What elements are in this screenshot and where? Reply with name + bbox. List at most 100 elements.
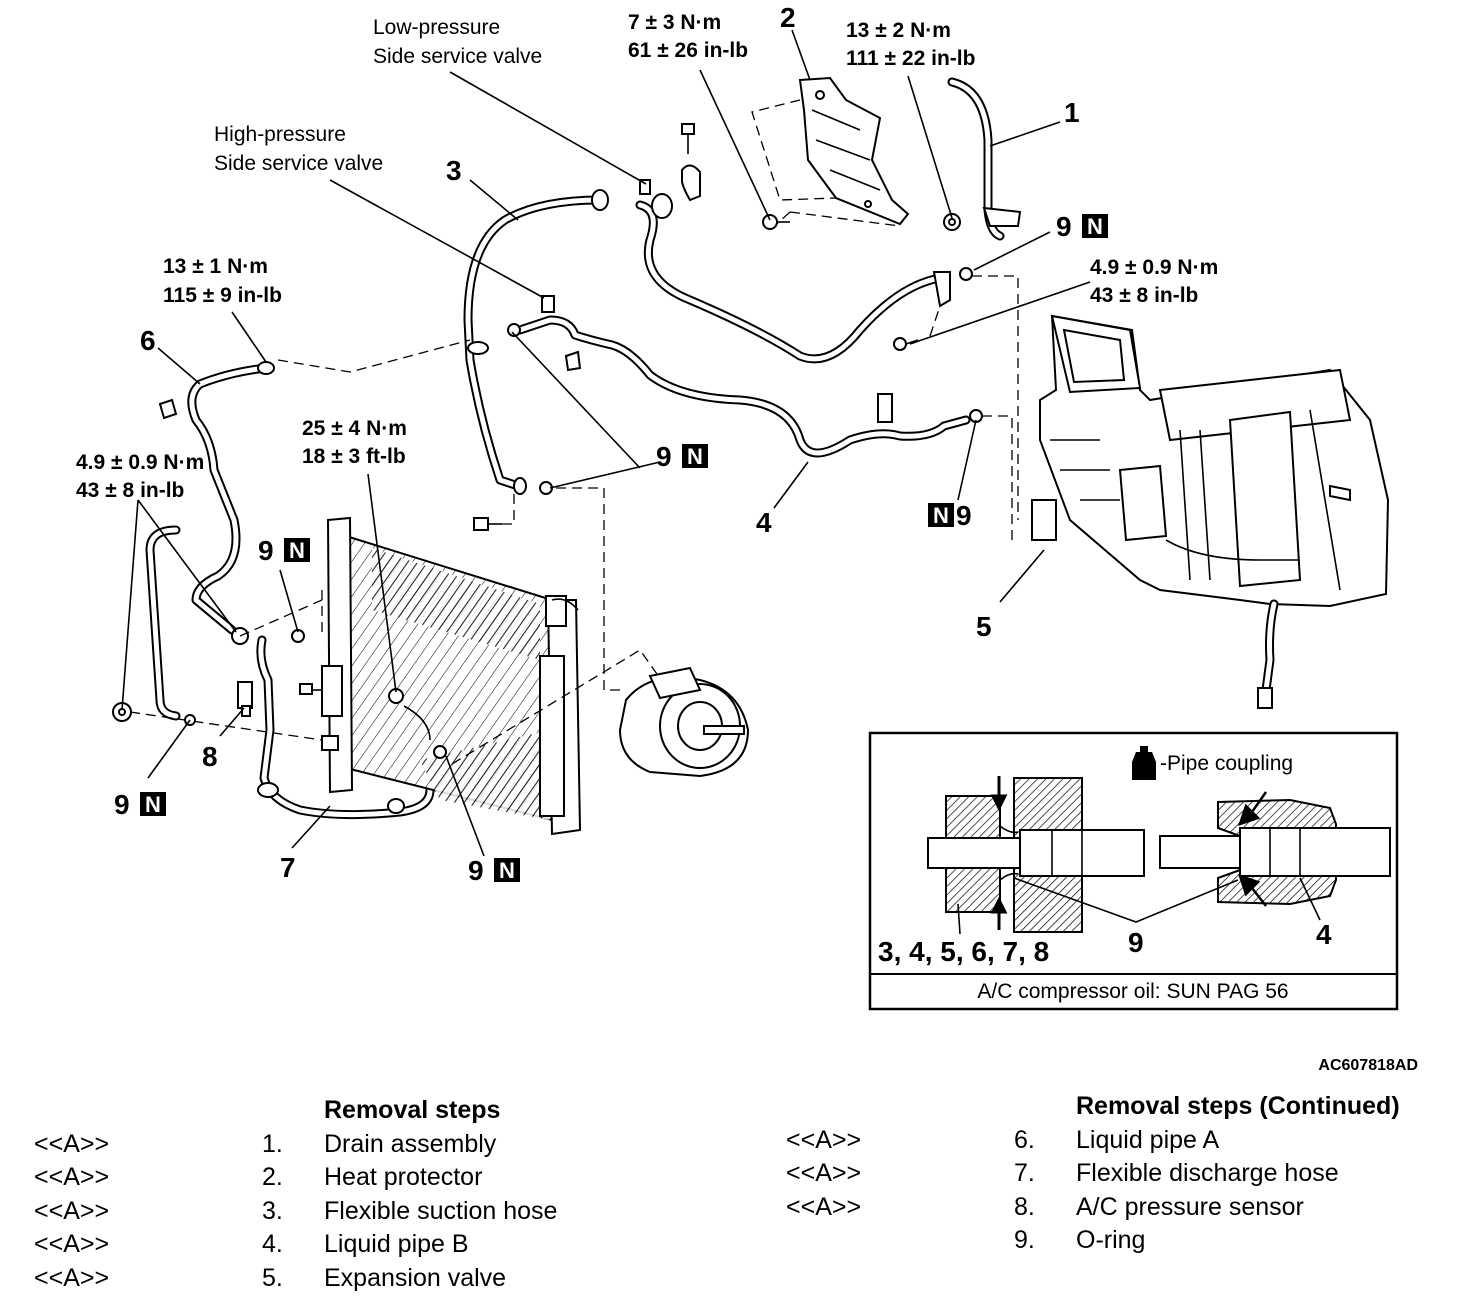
dash-compressor [556,487,620,691]
oil-bottle-icon [1132,746,1156,780]
bolt-clamp [681,123,701,202]
figure-code: AC607818AD [1318,1057,1418,1074]
inset-footer: A/C compressor oil: SUN PAG 56 [977,980,1288,1003]
step-number: 1. [262,1130,283,1158]
step-name: O-ring [1076,1226,1146,1254]
torque-49-left-nm: 4.9 ± 0.9 N·m [76,451,204,474]
step-number: 2. [262,1163,283,1191]
flexible-suction-hose [463,189,609,495]
part-number-2: 2 [780,2,796,33]
oring-marker-bottom-left: 9 N [114,789,166,820]
heat-protector [751,76,910,231]
part-number-3: 3 [446,155,462,186]
step-number: 9. [1014,1226,1035,1254]
oring-marker-bottom: 9 N [468,855,520,886]
part-number-1: 1 [1064,97,1080,128]
bolt-25 [473,494,515,531]
step-number: 5. [262,1264,283,1292]
svg-text:9: 9 [1056,211,1072,242]
part-number-8: 8 [202,741,218,772]
low-pressure-label-2: Side service valve [373,45,542,68]
step-name: Liquid pipe A [1076,1126,1220,1154]
svg-text:N: N [145,792,161,817]
step-number: 6. [1014,1126,1035,1154]
pipe-coupling-inset: -Pipe coupling 3, 4, 5, 6, 7 [868,731,1399,1011]
bolt-evaporator-right [893,305,941,351]
inset-left-parts: 3, 4, 5, 6, 7, 8 [878,936,1049,967]
high-pressure-label-1: High-pressure [214,123,346,146]
step-number: 7. [1014,1159,1035,1187]
ac-compressor [618,666,750,778]
removal-steps-title: Removal steps [324,1096,501,1124]
svg-text:9: 9 [656,441,672,472]
step-number: 3. [262,1197,283,1225]
oring-marker-top-right: 9 N [1056,211,1108,242]
step-name: Liquid pipe B [324,1230,469,1258]
svg-text:N: N [1087,214,1103,239]
nut-drain [943,213,961,231]
torque-49-right-inlb: 43 ± 8 in-lb [1090,284,1198,307]
step-tag: <<A>> [34,1130,110,1158]
dash-liquid-a [277,339,471,373]
step-tag: <<A>> [786,1159,862,1187]
leader-lines [121,29,1091,857]
removal-steps-continued-title: Removal steps (Continued) [1076,1092,1400,1120]
svg-text:N: N [933,503,949,528]
oring-marker-center: 9 N [656,441,708,472]
condenser [321,516,582,836]
torque-7-nm: 7 ± 3 N·m [628,11,721,34]
part-number-6: 6 [140,325,156,356]
svg-text:9: 9 [468,855,484,886]
oring-marker-left: 9 N [258,535,310,566]
step-tag: <<A>> [34,1264,110,1292]
ac-pressure-sensor [237,681,253,717]
torque-25-nm: 25 ± 4 N·m [302,417,407,440]
step-name: Flexible suction hose [324,1197,558,1225]
step-tag: <<A>> [34,1197,110,1225]
drain-assembly [947,77,1022,241]
torque-13-1-nm: 13 ± 1 N·m [163,255,268,278]
torque-7-inlb: 61 ± 26 in-lb [628,39,748,62]
coupling-section-right [1159,791,1391,907]
oring-marker-evaporator: N 9 [928,500,972,531]
inset-legend: -Pipe coupling [1160,752,1293,775]
torque-49-right-nm: 4.9 ± 0.9 N·m [1090,256,1218,279]
step-tag: <<A>> [786,1193,862,1221]
torque-49-left-inlb: 43 ± 8 in-lb [76,479,184,502]
torque-13-2-nm: 13 ± 2 N·m [846,19,951,42]
step-name: Expansion valve [324,1264,507,1292]
dash-compressor-2 [451,649,665,765]
liquid-pipe-b [507,295,971,458]
torque-25-ftlb: 18 ± 3 ft-lb [302,445,406,468]
step-tag: <<A>> [786,1126,862,1154]
coupling-section-left [927,776,1145,933]
removal-steps-right: Removal steps (Continued) <<A>> 6. Liqui… [0,1090,1472,1270]
suction-pipe [635,179,951,364]
dash-expansion [972,275,1019,540]
hvac-unit [1031,314,1390,608]
svg-text:9: 9 [114,789,130,820]
step-name: Drain assembly [324,1130,497,1158]
oring-condenser [433,745,447,759]
flexible-discharge-hose [256,635,435,820]
svg-text:N: N [687,444,703,469]
step-number: 8. [1014,1193,1035,1221]
part-number-5: 5 [976,611,992,642]
inset-center-part: 9 [1128,927,1144,958]
torque-13-1-inlb: 115 ± 9 in-lb [163,284,282,307]
step-tag: <<A>> [34,1163,110,1191]
svg-text:9: 9 [956,500,972,531]
inset-right-part: 4 [1316,919,1332,950]
part-number-7: 7 [280,852,296,883]
bolt-heat-protector [762,214,790,230]
expansion-valve [1031,499,1057,541]
step-name: Heat protector [324,1163,483,1191]
liquid-pipe-a [158,361,275,645]
svg-text:9: 9 [258,535,274,566]
torque-13-2-inlb: 111 ± 22 in-lb [846,47,975,70]
part-number-4: 4 [756,507,772,538]
step-name: Flexible discharge hose [1076,1159,1339,1187]
drain-hose-hvac [1257,599,1279,709]
step-name: A/C pressure sensor [1076,1193,1304,1221]
